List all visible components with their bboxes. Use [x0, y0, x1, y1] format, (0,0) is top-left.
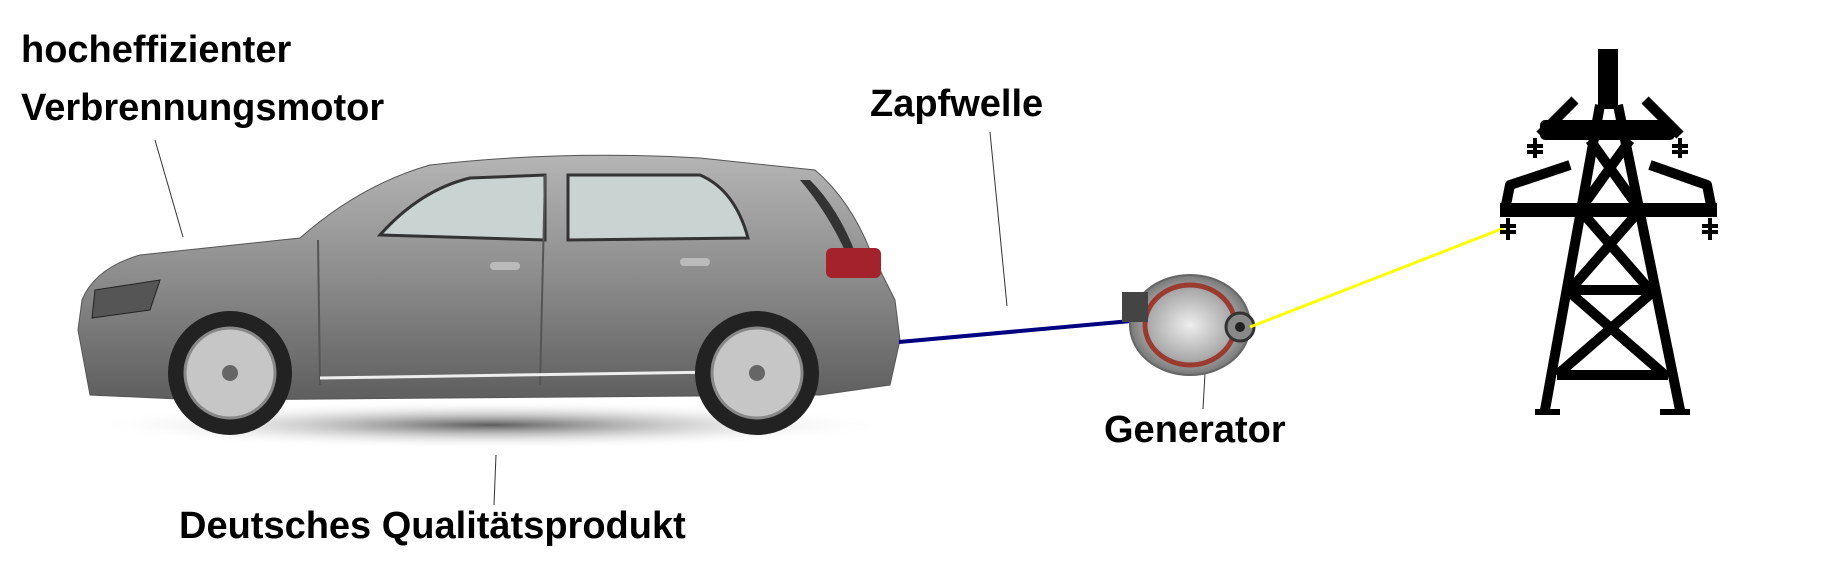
- shaft-label: Zapfwelle: [870, 83, 1044, 125]
- transmission-tower-icon: [1500, 49, 1718, 415]
- engine-label-line2: Verbrennungsmotor: [21, 87, 385, 129]
- leader-line-shaft: [989, 131, 1008, 307]
- generator-image: [1122, 274, 1256, 376]
- power-line: [1249, 226, 1505, 329]
- generator-label: Generator: [1104, 409, 1286, 451]
- pto-shaft: [898, 319, 1132, 344]
- leader-line-engine: [154, 139, 184, 238]
- quality-label: Deutsches Qualitätsprodukt: [179, 505, 686, 547]
- car-image: [77, 154, 901, 449]
- engine-label-line1: hocheffizienter: [21, 29, 292, 71]
- leader-line-quality: [493, 454, 497, 506]
